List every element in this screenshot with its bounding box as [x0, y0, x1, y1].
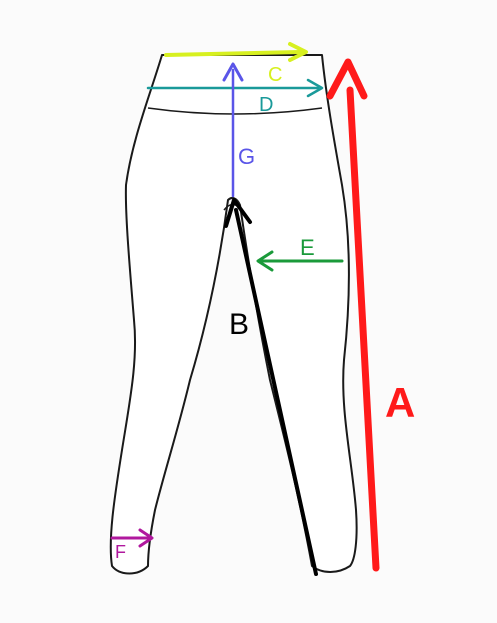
measurement-c-label: C: [268, 64, 282, 86]
measurement-g-arrow: [222, 62, 244, 198]
waistband-seam: [147, 107, 323, 115]
leggings-outline: [109, 54, 358, 575]
measurement-e-arrow: [256, 250, 344, 272]
measurement-c-arrow: [164, 42, 308, 62]
measurement-f-label: F: [115, 542, 126, 562]
measurement-g-label: G: [238, 144, 255, 169]
measurement-e-label: E: [300, 235, 315, 260]
measurement-a-label: A: [385, 379, 415, 426]
measurement-b-arrow: [224, 198, 318, 576]
measurement-a-arrow: [326, 58, 380, 572]
measurement-f-arrow: [110, 528, 154, 548]
measurement-d-label: D: [259, 94, 273, 116]
measurement-b-label: B: [229, 308, 249, 341]
